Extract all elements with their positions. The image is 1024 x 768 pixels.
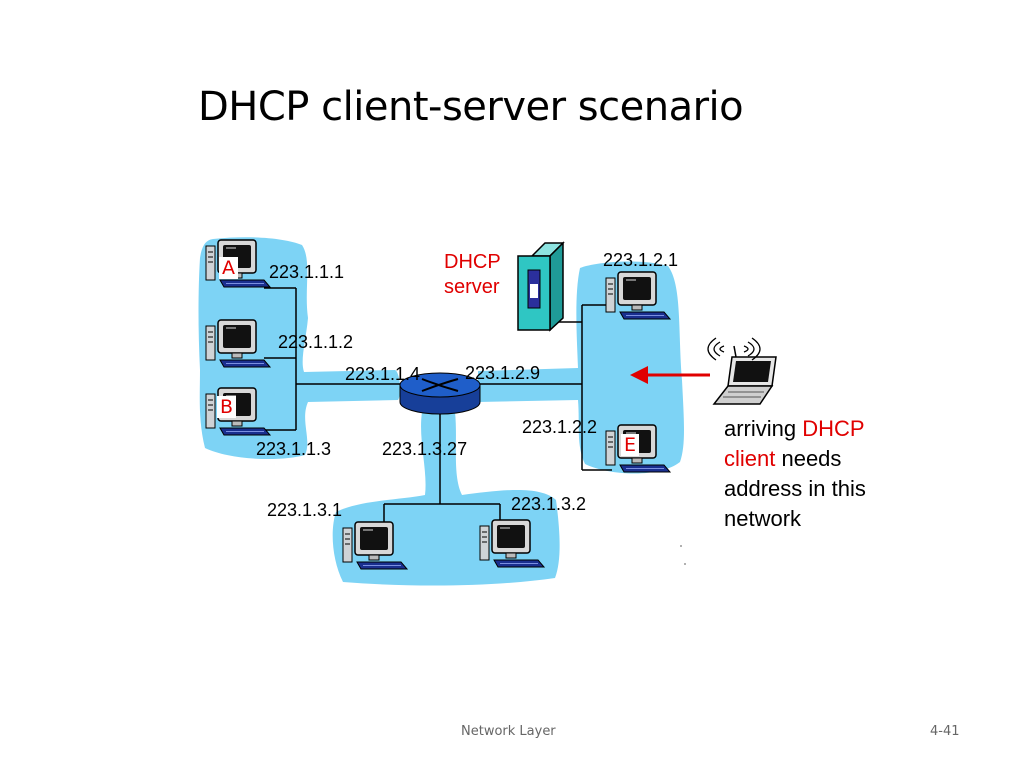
laptop-icon: [712, 345, 777, 405]
footer-page-number: 4-41: [930, 724, 960, 739]
caption-part-rest: needs address in this network: [724, 446, 866, 531]
host-b-label: B: [217, 396, 237, 418]
ip-label-e: 223.1.2.2: [522, 417, 598, 437]
caption-part-1: arriving: [724, 416, 803, 441]
ip-label-bottom-left: 223.1.3.1: [267, 500, 343, 520]
dhcp-server-label: DHCP server: [444, 250, 501, 300]
footer-section-title: Network Layer: [461, 724, 556, 739]
ip-label-b: 223.1.1.3: [256, 439, 332, 459]
caption-part-dhcp: DHCP: [802, 416, 865, 441]
dhcp-server-icon: [517, 241, 565, 332]
ip-label-router-3: 223.1.3.27: [382, 439, 468, 459]
arrival-arrow: [630, 366, 710, 384]
ip-label-host2: 223.1.1.2: [278, 332, 354, 352]
caption-part-client: client: [724, 446, 776, 471]
ip-label-router-2: 223.1.2.9: [465, 363, 541, 383]
wireless-waves-icon: [707, 337, 761, 361]
ip-label-a: 223.1.1.1: [269, 262, 345, 282]
dhcp-server-label-line1: DHCP: [444, 251, 501, 273]
dhcp-server-label-line2: server: [444, 276, 500, 298]
ip-label-r1: 223.1.2.1: [603, 250, 679, 270]
ip-label-router-1: 223.1.1.4: [345, 364, 421, 384]
router-icon: [399, 372, 481, 415]
arrival-caption: arriving DHCP client needs address in thi…: [724, 414, 924, 534]
host-a-label: A: [219, 257, 238, 279]
dot-mark: [680, 545, 682, 547]
dot-mark: [684, 563, 686, 565]
host-e-label: E: [621, 434, 640, 456]
ip-label-bottom-right: 223.1.3.2: [511, 494, 587, 514]
slide-title: DHCP client-server scenario: [198, 84, 744, 130]
